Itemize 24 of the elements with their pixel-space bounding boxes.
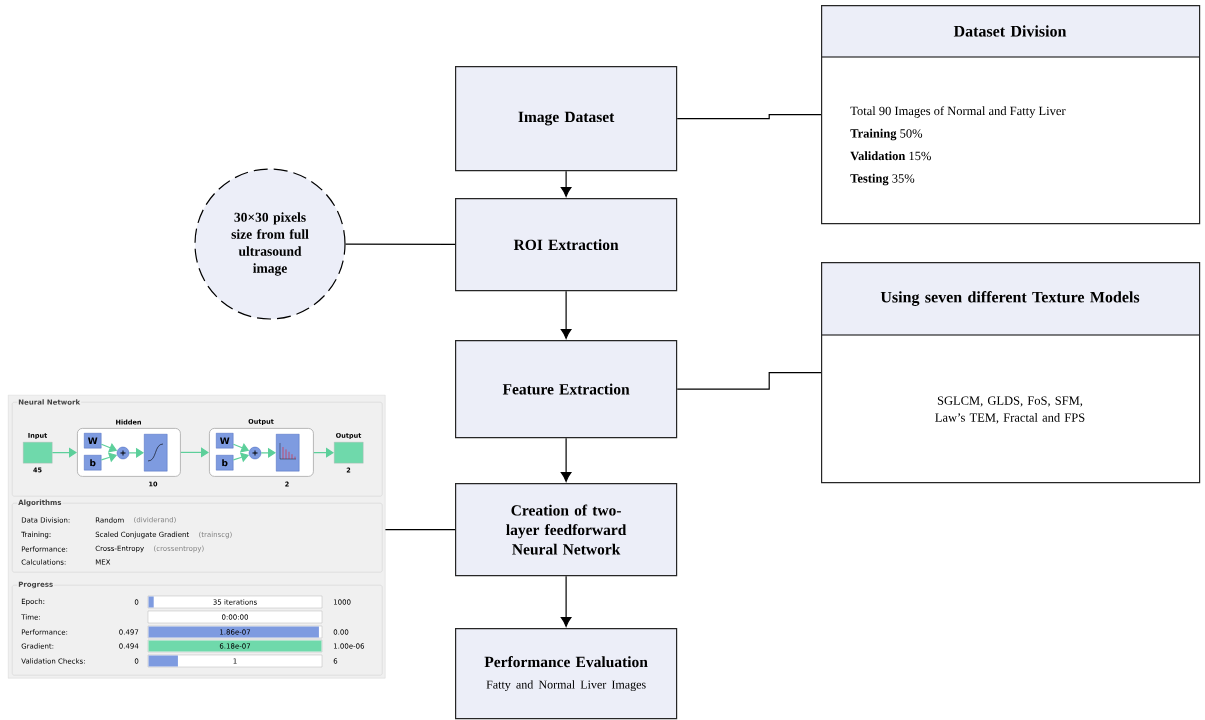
arrow — [180, 447, 209, 458]
process-box: Performance Evaluation Fatty and Normal Liver Images — [455, 628, 678, 720]
connector-line — [676, 114, 822, 120]
weight-block: W — [84, 433, 102, 449]
process-box: Feature Extraction — [455, 340, 678, 439]
connector-line — [676, 372, 822, 390]
weight-block: b — [216, 455, 234, 471]
arrow — [313, 447, 334, 458]
info-panel: Dataset Division Total 90 Images of Normal and Fatty Liver Training 50% Validation 15% Testing 35% — [820, 5, 1201, 225]
arrow — [560, 437, 572, 482]
connector-line — [384, 529, 456, 531]
info-panel: Using seven different Texture Models SGLCM, GLDS, FoS, SFM, Law’s TEM, Fractal and FPS — [820, 262, 1201, 484]
weight-block: W — [216, 433, 234, 449]
process-box: ROI Extraction — [455, 198, 678, 292]
arrow — [51, 447, 77, 458]
weight-block: b — [84, 455, 102, 471]
process-box: Creation of two-layer feedforward Neural Network — [455, 483, 678, 577]
arrow — [560, 575, 572, 627]
arrow — [560, 290, 572, 339]
arrow — [560, 170, 572, 197]
process-box: Image Dataset — [455, 66, 678, 172]
transfer-function-block — [144, 434, 168, 472]
connector-line — [345, 243, 456, 245]
transfer-function-block — [276, 434, 300, 472]
